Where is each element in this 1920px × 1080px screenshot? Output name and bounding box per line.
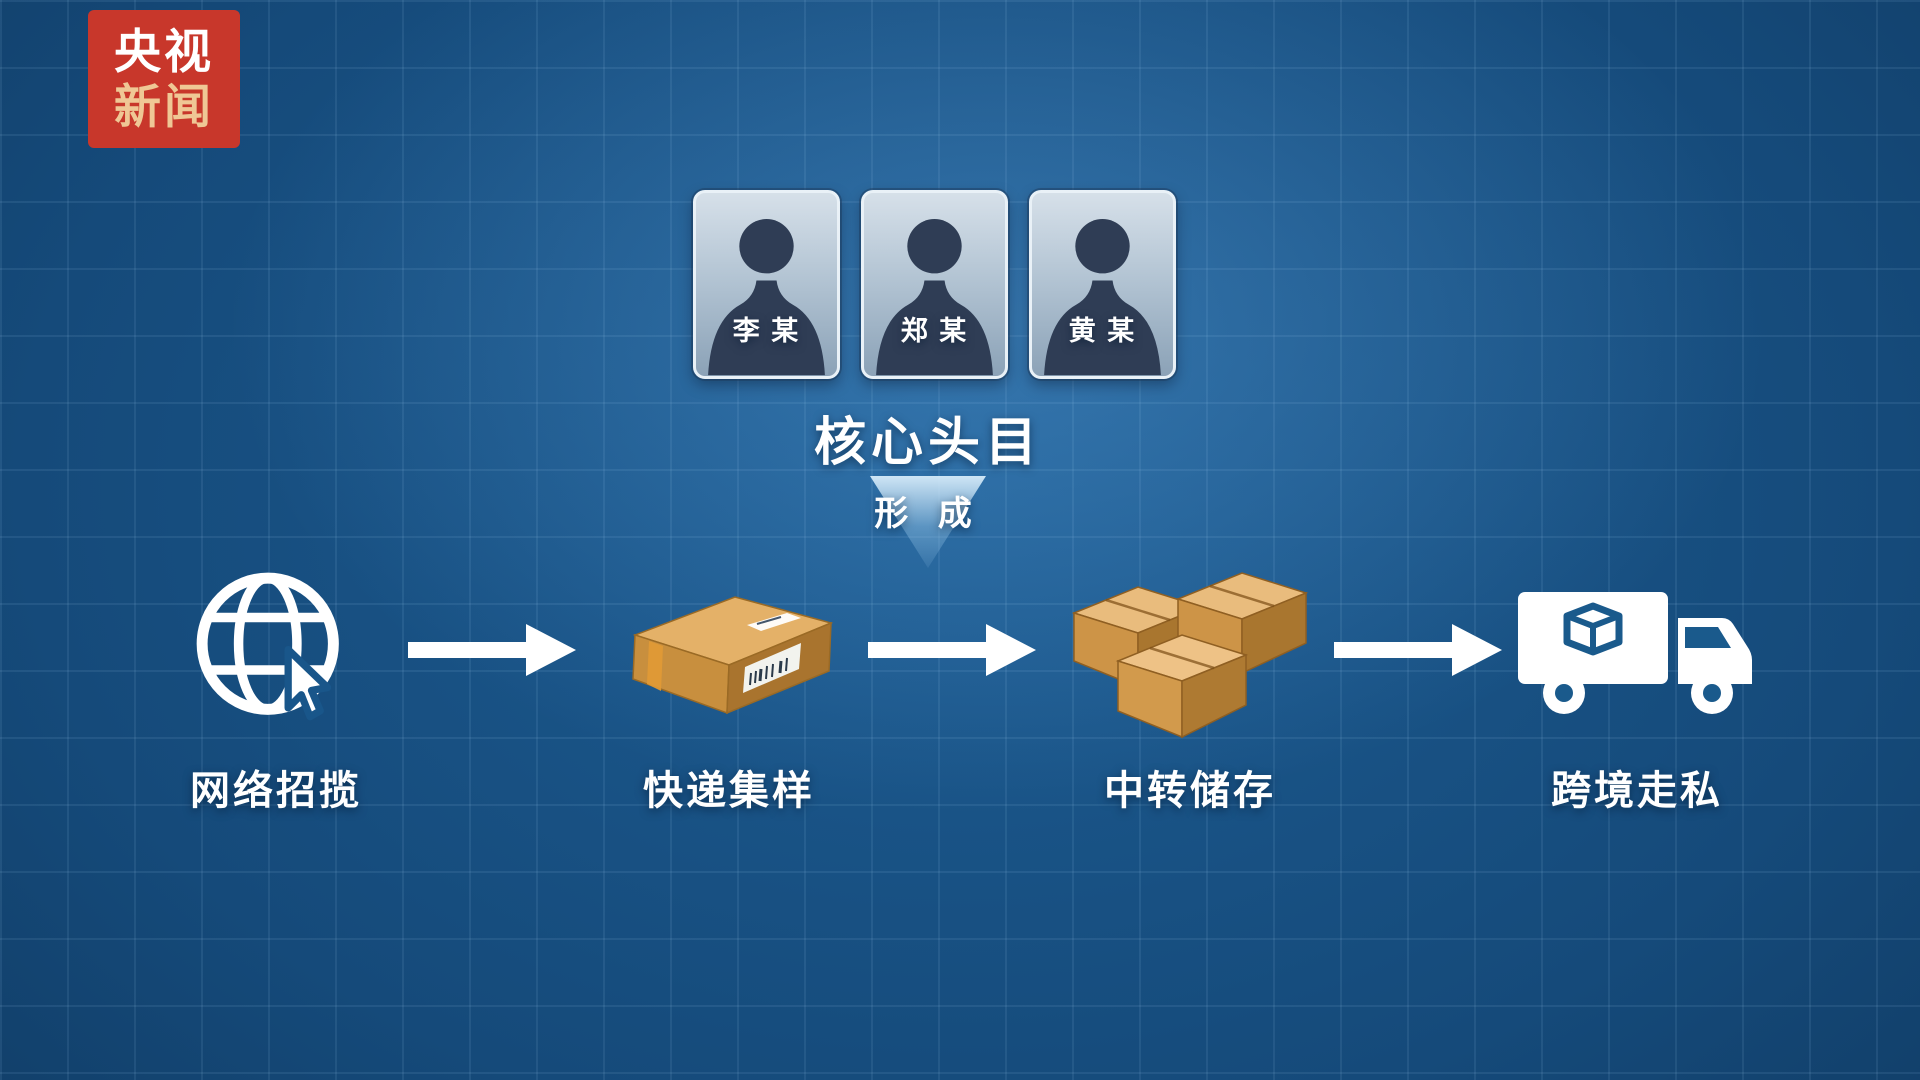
leader-avatar: 李 某 <box>693 190 840 379</box>
core-leaders-group: 李 某 郑 某 黄 某 <box>693 190 1176 379</box>
leader-name: 李 某 <box>732 316 801 346</box>
flow-step-online-recruitment: 网络招揽 <box>136 555 416 816</box>
step-label: 快递集样 <box>643 769 815 813</box>
right-arrow-icon <box>868 624 1036 676</box>
step-label: 网络招揽 <box>190 769 362 813</box>
person-silhouette-icon <box>1044 219 1161 376</box>
truck-icon <box>1518 592 1752 714</box>
globe-cursor-icon <box>196 572 339 721</box>
logo-text-top: 央视 <box>114 24 214 78</box>
person-silhouette-icon <box>708 219 825 376</box>
cctv-news-logo: 央视 新闻 <box>88 10 240 148</box>
flow-step-express-collection: 快递集样 <box>589 555 869 816</box>
step-label: 跨境走私 <box>1551 769 1723 813</box>
right-arrow-icon <box>1334 624 1502 676</box>
step-label: 中转储存 <box>1104 769 1276 813</box>
core-leaders-title: 核心头目 <box>813 414 1042 472</box>
leader-avatar: 郑 某 <box>861 190 1008 379</box>
stacked-boxes-icon <box>1071 572 1309 739</box>
logo-text-bottom: 新闻 <box>114 80 214 133</box>
leader-avatar: 黄 某 <box>1029 190 1176 379</box>
leader-name: 郑 某 <box>900 316 969 346</box>
parcel-icon <box>632 596 834 715</box>
flow-step-cross-border-smuggling: 跨境走私 <box>1497 555 1777 816</box>
person-silhouette-icon <box>876 219 993 376</box>
leader-name: 黄 某 <box>1068 316 1137 346</box>
right-arrow-icon <box>408 624 576 676</box>
formation-label: 形 成 <box>874 495 982 533</box>
flow-step-transit-storage: 中转储存 <box>1050 555 1330 816</box>
